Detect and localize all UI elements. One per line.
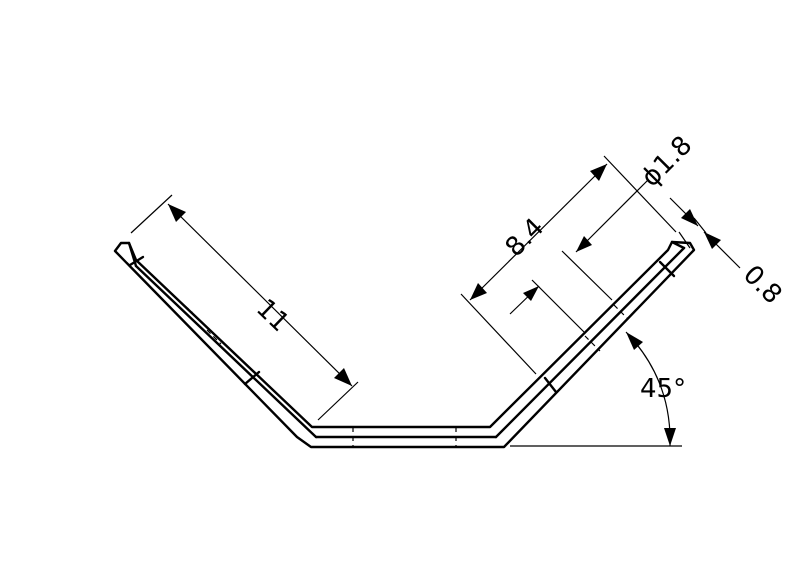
angle-arrow-1 (626, 332, 643, 350)
thickness-extension-1 (693, 217, 707, 234)
dim-8-4-extension-1 (603, 155, 677, 233)
bracket-inner-edge-left (134, 264, 318, 439)
hole-leader-arrow-2 (523, 286, 539, 301)
right-flange-hole-hidden-1 (584, 335, 601, 352)
right-flange-mark-2 (658, 260, 676, 278)
dimension-angle: 45° (510, 331, 686, 447)
right-tip-edge (670, 240, 686, 250)
bracket-outer-edge (113, 240, 696, 449)
thickness-arrow-1 (681, 209, 698, 226)
dim-11-arrow-2 (334, 368, 352, 386)
thickness-extension-2 (678, 231, 691, 249)
hole-leader-arrow-1 (576, 236, 592, 252)
flange-cross-marks (128, 255, 676, 394)
hole-leader-line (575, 179, 649, 253)
left-flange-mark-2 (243, 370, 261, 386)
dim-11-label: 11 (250, 293, 295, 338)
right-flange-hole-hidden-2 (613, 304, 629, 320)
bracket-inner-edge-right (494, 246, 686, 439)
dim-8-4-extension-2 (460, 293, 537, 375)
right-flange-mark-1 (543, 376, 558, 394)
dim-8-4-arrow-2 (470, 283, 487, 300)
dim-11-arrow-1 (168, 204, 186, 222)
angle-arrow-2 (664, 428, 676, 446)
dimension-8-4: 8.4 (460, 155, 677, 375)
left-flange-mark-1 (128, 255, 145, 267)
dim-11-extension-1 (130, 194, 173, 234)
hidden-lines (177, 299, 629, 447)
dim-11-extension-2 (317, 381, 359, 421)
bracket-profile (113, 240, 696, 449)
left-flange-hole-hidden-2 (206, 329, 222, 345)
thickness-arrow-2 (704, 232, 721, 249)
dimension-11: 11 (130, 194, 359, 421)
dim-8-4-line (469, 163, 608, 301)
dimension-thickness: 0.8 (669, 197, 788, 310)
thickness-label: 0.8 (737, 260, 787, 310)
hole-center-line-2 (531, 279, 585, 333)
dim-11-line (167, 203, 353, 387)
dim-8-4-arrow-1 (590, 164, 607, 181)
hole-center-line-1 (561, 250, 613, 301)
left-flange-hole-hidden-1 (177, 299, 193, 313)
angle-label: 45° (640, 374, 686, 404)
dim-8-4-label: 8.4 (500, 212, 550, 262)
